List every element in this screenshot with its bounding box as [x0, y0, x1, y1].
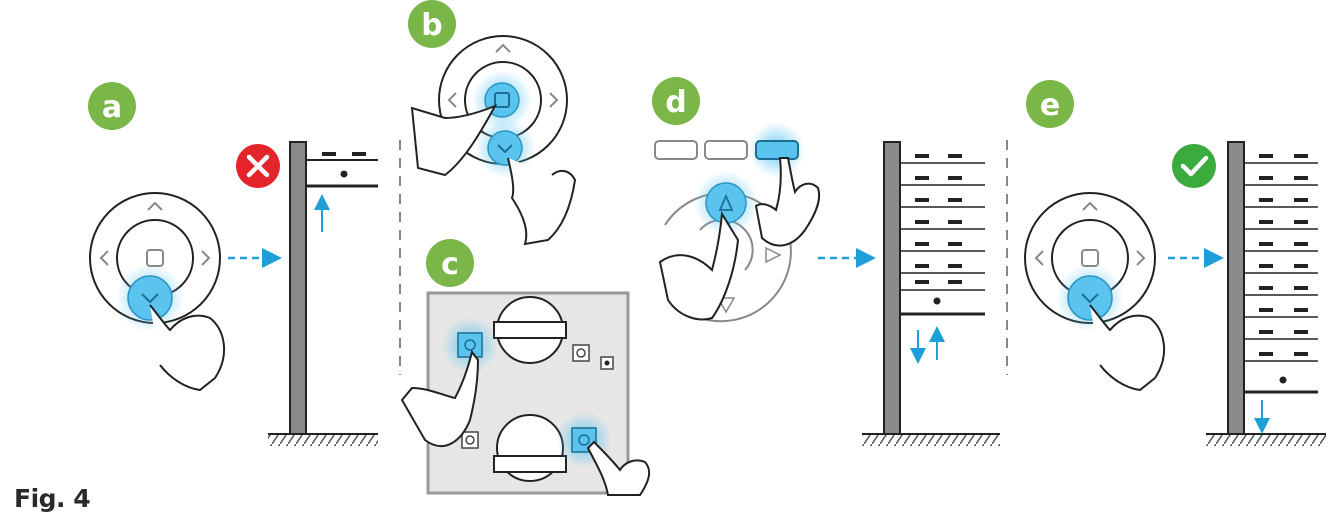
triangle-down-icon [716, 297, 736, 314]
step-d: d [652, 77, 1000, 446]
figure-caption: Fig. 4 [14, 484, 91, 513]
step-e: e [1024, 80, 1326, 446]
error-badge [236, 144, 280, 188]
step-a-badge: a [88, 82, 136, 130]
triangle-right-icon [765, 246, 782, 264]
gate-e [1206, 141, 1326, 446]
down-button-pressed [1067, 275, 1113, 321]
pointing-hand-icon [149, 304, 226, 392]
svg-text:b: b [421, 8, 442, 43]
pointing-hand-icon [1089, 304, 1166, 392]
step-b-badge: b [408, 0, 456, 48]
pointing-hand-icon [410, 104, 498, 177]
svg-text:e: e [1040, 88, 1060, 123]
step-d-badge: d [652, 77, 700, 125]
cross-icon [246, 154, 270, 178]
step-c-badge: c [426, 239, 474, 287]
chevron-left-icon [99, 250, 109, 266]
step-e-badge: e [1026, 80, 1074, 128]
gate-d [862, 141, 1000, 446]
step-b: b [408, 0, 577, 246]
up-button-pressed [705, 182, 747, 224]
down-button-pressed [487, 130, 523, 166]
receiver-board [400, 291, 651, 496]
chevron-right-icon [201, 250, 211, 266]
pointing-hand-icon [400, 349, 480, 447]
pointing-hand-icon [754, 157, 821, 247]
chevron-down-icon [141, 293, 159, 304]
remote-control-b [410, 35, 577, 246]
pointing-hand-icon [586, 440, 651, 496]
remote-control-a [89, 192, 226, 392]
remote-control-e [1024, 192, 1166, 392]
step-a: a [88, 82, 378, 446]
step-c: c [400, 239, 651, 496]
triangle-up-icon [718, 193, 734, 211]
svg-text:d: d [665, 85, 686, 120]
chevron-up-icon [147, 201, 163, 211]
prog-button-pressed [457, 332, 483, 358]
down-button-pressed [127, 275, 173, 321]
success-badge [1172, 144, 1216, 188]
svg-text:a: a [102, 90, 122, 125]
remote-control-d [654, 122, 821, 323]
check-icon [1180, 155, 1209, 177]
prog-button-pressed [755, 140, 799, 160]
gate-a [268, 141, 378, 446]
svg-text:c: c [441, 247, 459, 282]
pointing-hand-icon [658, 210, 740, 321]
pointing-hand-icon [507, 157, 577, 246]
